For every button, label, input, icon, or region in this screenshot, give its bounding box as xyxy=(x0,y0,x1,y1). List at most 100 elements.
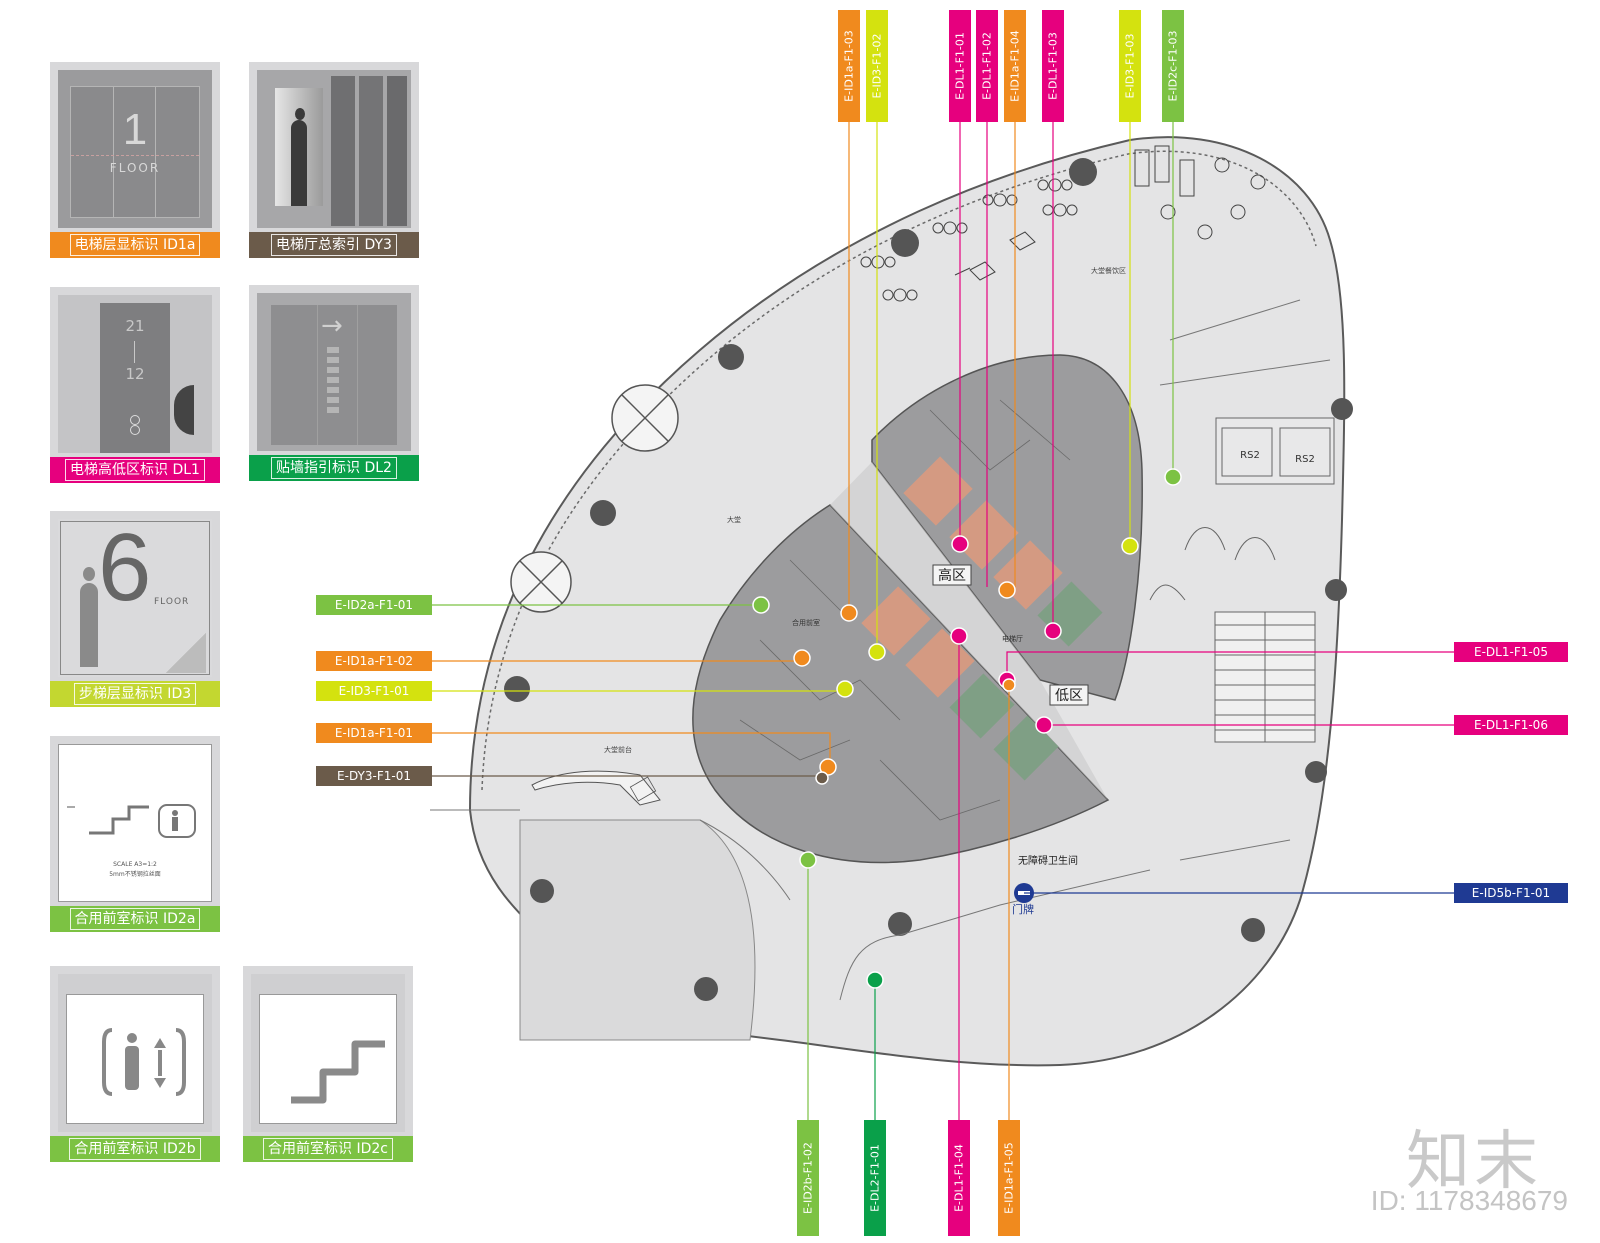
elevator-hall-label: 电梯厅 xyxy=(1002,634,1023,643)
tag-label: E-ID1a-F1-01 xyxy=(335,726,413,740)
right-tag: E-DL1-F1-05 xyxy=(1454,642,1568,662)
legend-card-id2a: SCALE A3=1:2 5mm不锈钢拉丝面 合用前室标识 ID2a xyxy=(50,736,220,932)
zone-boxes xyxy=(932,564,1089,706)
stair-floor-icon: 6 FLOOR xyxy=(58,519,212,677)
elevator-hall-band xyxy=(830,462,1108,800)
stair-floor-number: 6 xyxy=(98,519,152,621)
legend-card-id3: 6 FLOOR 步梯层显标识 ID3 xyxy=(50,511,220,707)
top-tag-group: E-ID1a-F1-03 E-ID3-F1-02 E-DL1-F1-01 E-DL1-… xyxy=(838,10,1184,122)
watermark-brand: 知末 xyxy=(1406,1125,1542,1199)
stair-floor-word: FLOOR xyxy=(154,597,190,607)
bottom-tag: E-DL1-F1-04 xyxy=(948,1120,970,1236)
lobby-dining-label: 大堂餐饮区 xyxy=(1091,266,1126,275)
tag-label: E-ID3-F1-03 xyxy=(1124,34,1137,99)
reception-desk xyxy=(531,770,661,806)
elevator-person-icon xyxy=(58,974,212,1132)
legend-card-dl1: 21 12 电梯高低区标识 DL1 xyxy=(50,287,220,483)
revolving-doors xyxy=(510,384,679,613)
legend-card-dl2: → 贴墙指引标识 DL2 xyxy=(249,285,419,481)
tag-label: E-ID1a-F1-04 xyxy=(1009,30,1022,102)
legend-caption: 步梯层显标识 ID3 xyxy=(73,683,197,705)
legend-card-dy3: 电梯厅总索引 DY3 xyxy=(249,62,419,258)
left-tag: E-ID1a-F1-01 xyxy=(316,723,432,743)
lobby-reception-label: 大堂前台 xyxy=(604,745,632,754)
top-tag: E-ID3-F1-02 xyxy=(866,10,888,122)
left-tag: E-ID1a-F1-02 xyxy=(316,651,432,671)
watermark-id: ID: 1178348679 xyxy=(1370,1185,1568,1216)
legend-caption: 电梯高低区标识 DL1 xyxy=(65,459,205,481)
tag-label: E-DL2-F1-01 xyxy=(869,1144,882,1212)
columns xyxy=(504,158,1353,1001)
high-zone-label: 高区 xyxy=(938,567,966,584)
bottom-tag: E-ID1a-F1-05 xyxy=(998,1120,1020,1236)
bottom-tag: E-ID2b-F1-02 xyxy=(797,1120,819,1236)
elevator-person-glyph xyxy=(102,1028,186,1096)
legend-caption: 合用前室标识 ID2c xyxy=(263,1138,393,1160)
leader-lines xyxy=(432,121,1454,1120)
tag-label: E-DL1-F1-04 xyxy=(953,1144,966,1212)
legend-caption: 合用前室标识 ID2b xyxy=(69,1138,201,1160)
elevator-door-floor-icon: 1 FLOOR xyxy=(58,70,212,228)
right-tag-group: E-DL1-F1-05E-DL1-F1-06E-ID5b-F1-01 xyxy=(1454,642,1568,903)
stair-core xyxy=(1149,417,1335,743)
core-low xyxy=(692,504,1110,864)
top-tag: E-ID1a-F1-03 xyxy=(838,10,860,122)
elevator-hall-index-icon xyxy=(257,70,411,228)
top-tag: E-ID2c-F1-03 xyxy=(1162,10,1184,122)
legend-card-id2c: 合用前室标识 ID2c xyxy=(243,966,413,1162)
legend-caption: 合用前室标识 ID2a xyxy=(69,908,201,930)
tag-label: E-DL1-F1-03 xyxy=(1047,32,1060,100)
floor-word: FLOOR xyxy=(109,161,161,175)
rs2-left: RS2 xyxy=(1240,450,1260,461)
shared-anteroom-label: 合用前室 xyxy=(792,618,820,627)
top-tag: E-DL1-F1-03 xyxy=(1042,10,1064,122)
tag-label: E-DL1-F1-06 xyxy=(1474,718,1548,732)
left-tag: E-ID3-F1-01 xyxy=(316,681,432,701)
ID2a-drawing xyxy=(67,804,196,838)
lobby-label: 大堂 xyxy=(727,515,741,524)
dining-furniture xyxy=(860,145,1266,302)
top-tag: E-DL1-F1-02 xyxy=(976,10,998,122)
material-note: 5mm不锈钢拉丝面 xyxy=(109,871,161,878)
legend-card-id1a: 1 FLOOR 电梯层显标识 ID1a xyxy=(50,62,220,258)
tag-label: E-ID3-F1-01 xyxy=(339,684,410,698)
left-tag-group: E-ID2a-F1-01E-ID1a-F1-02E-ID3-F1-01E-ID1… xyxy=(316,595,432,786)
legend-caption: 贴墙指引标识 DL2 xyxy=(271,457,397,479)
tag-label: E-ID1a-F1-03 xyxy=(843,30,856,102)
tag-label: E-ID1a-F1-05 xyxy=(1003,1142,1016,1214)
wall-guide-arrow-icon: → xyxy=(257,293,411,451)
right-tag: E-ID5b-F1-01 xyxy=(1454,883,1568,903)
low-zone-label: 低区 xyxy=(1055,688,1083,704)
tag-label: E-ID2c-F1-03 xyxy=(1167,31,1180,102)
corridor-lines xyxy=(699,299,1331,1001)
tag-label: E-ID1a-F1-02 xyxy=(335,654,413,668)
legend-caption: 电梯层显标识 ID1a xyxy=(69,234,201,256)
top-tag: E-DL1-F1-01 xyxy=(949,10,971,122)
door-sign-label: 门牌 xyxy=(1012,902,1034,916)
tag-label: E-DY3-F1-01 xyxy=(337,769,411,783)
zone-low-number: 12 xyxy=(125,365,145,383)
tag-label: E-ID3-F1-02 xyxy=(871,34,884,99)
top-tag: E-ID1a-F1-04 xyxy=(1004,10,1026,122)
stair-and-elevator-icon: SCALE A3=1:2 5mm不锈钢拉丝面 xyxy=(58,744,212,902)
legend-caption: 电梯厅总索引 DY3 xyxy=(271,234,397,256)
top-tag: E-ID3-F1-03 xyxy=(1119,10,1141,122)
rs2-right: RS2 xyxy=(1295,454,1315,465)
stair-icon xyxy=(251,974,405,1132)
sign-markers xyxy=(752,468,1182,989)
tag-label: E-ID2b-F1-02 xyxy=(802,1142,815,1214)
legend-card-id2b: 合用前室标识 ID2b xyxy=(50,966,220,1162)
west-wing xyxy=(519,819,756,1041)
scale-note: SCALE A3=1:2 xyxy=(113,861,157,868)
tag-label: E-DL1-F1-02 xyxy=(981,32,994,100)
tag-label: E-DL1-F1-05 xyxy=(1474,645,1548,659)
accessible-toilet-label: 无障碍卫生间 xyxy=(1018,854,1078,867)
right-tag: E-DL1-F1-06 xyxy=(1454,715,1568,735)
tag-label: E-ID2a-F1-01 xyxy=(335,598,413,612)
bottom-tag-group: E-ID2b-F1-02 E-DL2-F1-01 E-DL1-F1-04 E-ID1a… xyxy=(797,1120,1020,1236)
zone-high-number: 21 xyxy=(125,317,145,335)
left-tag: E-ID2a-F1-01 xyxy=(316,595,432,615)
tag-label: E-DL1-F1-01 xyxy=(954,32,967,100)
bottom-tag: E-DL2-F1-01 xyxy=(864,1120,886,1236)
elevator-zone-icon: 21 12 xyxy=(58,295,212,453)
